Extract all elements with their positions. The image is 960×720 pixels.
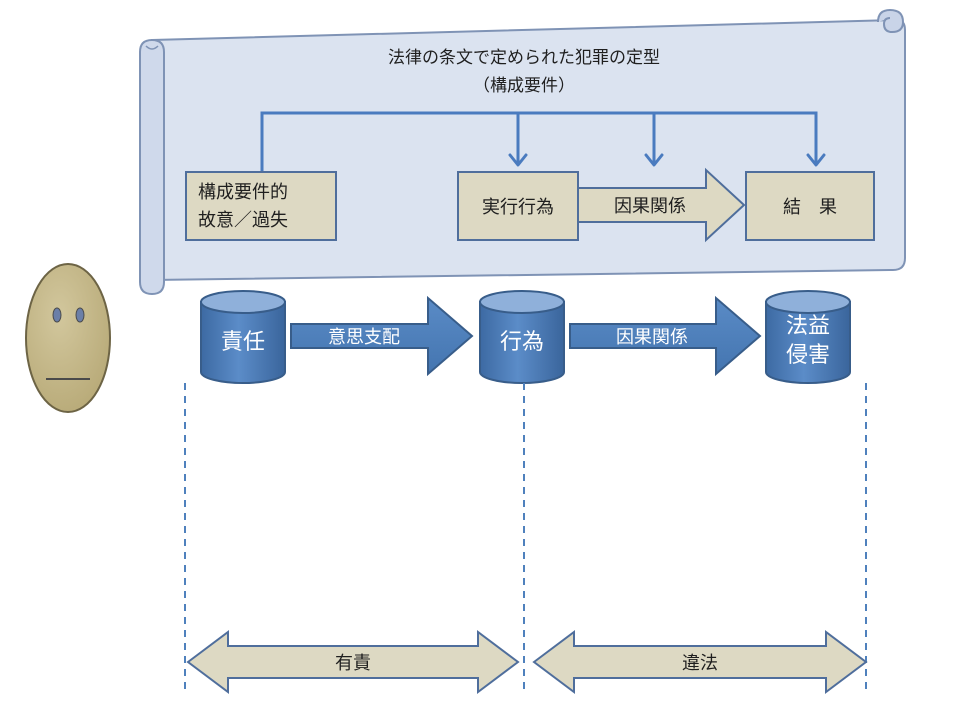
cylinder-harm-line2: 侵害 — [786, 343, 830, 368]
cylinder-act: 行為 — [479, 290, 565, 384]
scroll-roll-left-tip — [145, 45, 159, 50]
arrow-causation: 因果関係 — [569, 295, 762, 377]
double-arrow-culpability: 有責 — [186, 630, 520, 694]
double-arrow-illegality: 違法 — [532, 630, 868, 694]
scroll-title-line2: （構成要件） — [473, 76, 575, 96]
box-result — [745, 171, 875, 241]
cylinder-harm: 法益 侵害 — [765, 290, 851, 384]
connector-arrowheads — [508, 153, 826, 167]
scroll-title-line1: 法律の条文で定められた犯罪の定型 — [388, 48, 660, 68]
box-intent — [185, 171, 337, 241]
statute-scroll: 法律の条文で定められた犯罪の定型 （構成要件） 構成要件的 故意／過失 実行行為… — [139, 8, 906, 296]
cylinder-act-label: 行為 — [500, 330, 544, 355]
box-result-label: 結 果 — [783, 197, 837, 218]
arrow-causation-scroll-label: 因果関係 — [614, 196, 686, 217]
box-act-label: 実行行為 — [482, 197, 554, 218]
cylinder-responsibility-label: 責任 — [221, 330, 265, 355]
dashed-guides — [184, 383, 867, 690]
arrow-causation-scroll — [577, 167, 746, 243]
arrow-causation-label: 因果関係 — [616, 327, 688, 348]
scroll-curl-top — [877, 8, 905, 34]
culpability-label: 有責 — [335, 653, 371, 674]
arrow-will-control-label: 意思支配 — [328, 327, 400, 348]
cylinder-harm-line1: 法益 — [786, 314, 830, 339]
neutral-face-icon — [25, 263, 111, 413]
connector-lines — [260, 111, 818, 172]
main-flow: 責任 意思支配 行為 因果関係 法益 侵害 — [200, 290, 851, 384]
box-intent-line1: 構成要件的 — [198, 182, 288, 203]
illegality-label: 違法 — [682, 653, 718, 674]
scroll-roll-left — [139, 38, 165, 296]
box-intent-line2: 故意／過失 — [198, 210, 288, 231]
arrow-will-control: 意思支配 — [290, 295, 474, 377]
cylinder-responsibility: 責任 — [200, 290, 286, 384]
